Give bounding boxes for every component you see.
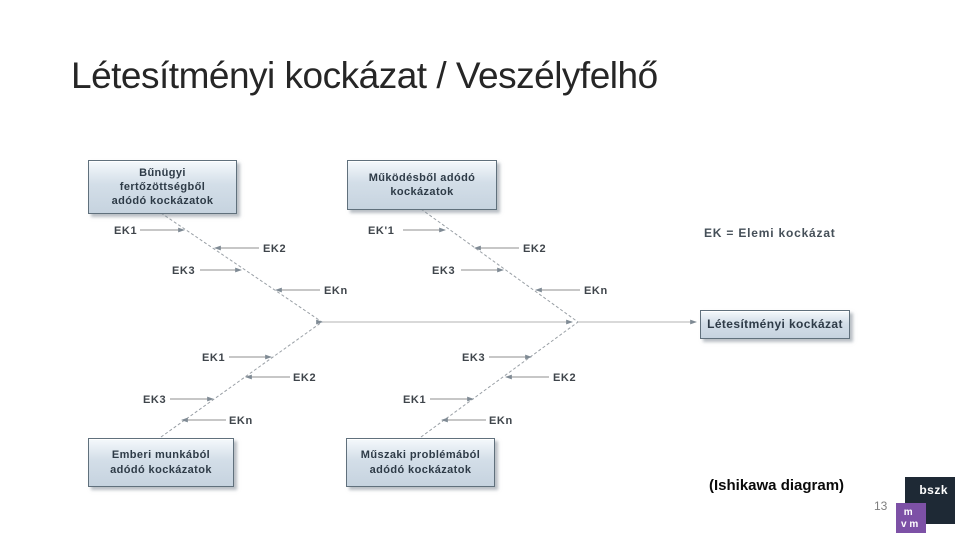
- cause-box-label: Emberi munkából adódó kockázatok: [110, 449, 212, 476]
- bone-label: EK3: [462, 352, 485, 364]
- result-box-label: Létesítményi kockázat: [707, 316, 843, 331]
- bone-label: EKn: [324, 285, 348, 297]
- bone-label: EK2: [263, 243, 286, 255]
- bone-label: EK1: [403, 394, 426, 406]
- bone-label: EK3: [432, 265, 455, 277]
- page-number: 13: [874, 499, 888, 513]
- cause-box-top-left: Bűnügyi fertőzöttségből adódó kockázatok: [88, 160, 237, 214]
- slide-title: Létesítményi kockázat / Veszélyfelhő: [71, 55, 658, 96]
- bone-label: EK2: [523, 243, 546, 255]
- bone-label: EK2: [553, 372, 576, 384]
- bone-label: EK3: [172, 265, 195, 277]
- bone-diagonal-bottom-left: [160, 321, 323, 438]
- cause-box-bottom-left: Emberi munkából adódó kockázatok: [88, 438, 234, 487]
- cause-box-label: Működésből adódó kockázatok: [368, 171, 476, 198]
- cause-box-label: Bűnügyi fertőzöttségből adódó kockázatok: [111, 166, 214, 208]
- bszk-logo-text: bszk: [919, 483, 948, 497]
- bone-label: EK3: [143, 394, 166, 406]
- result-box: Létesítményi kockázat: [700, 310, 850, 339]
- bone-label: EKn: [489, 415, 513, 427]
- cause-box-label: Műszaki problémából adódó kockázatok: [360, 449, 481, 476]
- bone-label: EK1: [202, 352, 225, 364]
- cause-box-top-middle: Működésből adódó kockázatok: [347, 160, 497, 210]
- bszk-logo: bszk: [905, 477, 955, 524]
- bone-label: EK1: [114, 225, 137, 237]
- bone-label: EK'1: [368, 225, 394, 237]
- bone-label: EKn: [229, 415, 253, 427]
- bone-label: EK2: [293, 372, 316, 384]
- bone-diagonal-top-left: [160, 212, 323, 323]
- bone-label: EKn: [584, 285, 608, 297]
- mvm-logo: m v m: [896, 503, 926, 533]
- diagram-caption: (Ishikawa diagram): [709, 477, 845, 494]
- bone-diagonal-top-middle: [420, 208, 579, 323]
- cause-box-bottom-middle: Műszaki problémából adódó kockázatok: [346, 438, 495, 487]
- legend-text: EK = Elemi kockázat: [704, 226, 836, 240]
